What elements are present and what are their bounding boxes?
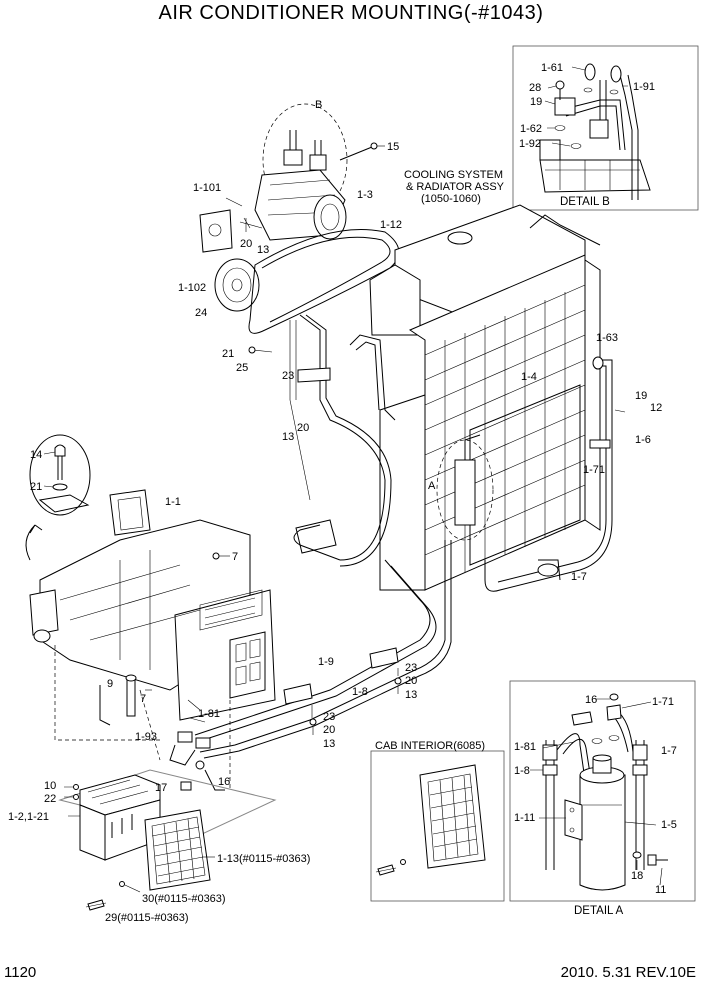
callout-1-8: 1-8 [514,765,530,777]
detail-a-panel [509,680,696,902]
callout-30: 30(#0115-#0363) [142,893,226,905]
callout-13: 13 [405,689,417,701]
callout-1-71: 1-71 [583,464,605,476]
callout-1-1: 1-1 [165,496,181,508]
callout-1-5: 1-5 [661,819,677,831]
callout-23: 23 [282,370,294,382]
callout-1-9: 1-9 [318,656,334,668]
callout-1-92: 1-92 [519,138,541,150]
callout-1-8: 1-8 [352,686,368,698]
callout-1-11: 1-11 [514,812,535,824]
callout-1-4: 1-4 [521,371,537,383]
cab-interior-panel [370,750,505,902]
cooling-system-caption-3: (1050-1060) [421,193,481,205]
callout-1-3: 1-3 [357,189,373,201]
callout-1-81: 1-81 [514,741,536,753]
callout-1-62: 1-62 [520,123,542,135]
callout-1-13: 1-13(#0115-#0363) [217,853,310,865]
callout-1-61: 1-61 [541,62,563,74]
callout-13: 13 [257,244,269,256]
callout-1-12: 1-12 [380,219,402,231]
callout-1-6: 1-6 [635,434,651,446]
callout-1-102: 1-102 [178,282,206,294]
callout-16: 16 [218,776,230,788]
view-b-marker: B [315,99,322,111]
callout-1-7: 1-7 [661,745,677,757]
callout-29: 29(#0115-#0363) [105,912,189,924]
callout-16: 16 [585,694,597,706]
callout-20: 20 [323,724,335,736]
callout-13: 13 [282,431,294,443]
callout-15: 15 [387,141,399,153]
view-a-marker: A [428,480,436,492]
callout-23: 23 [323,711,335,723]
callout-1-91: 1-91 [633,81,655,93]
callout-11: 11 [655,884,666,896]
callout-19: 19 [635,390,647,402]
compressor-assembly [199,103,400,354]
page-number: 1120 [4,964,37,981]
callout-14: 14 [30,449,42,461]
callout-1-101: 1-101 [193,182,221,194]
callout-1-2-1-21: 1-2,1-21 [8,811,49,823]
callout-1-7: 1-7 [571,571,587,583]
radiator-assembly [289,204,626,592]
callout-12: 12 [650,402,662,414]
callout-19: 19 [530,96,542,108]
callout-9: 9 [107,678,113,690]
callout-18: 18 [631,870,643,882]
page-title: AIR CONDITIONER MOUNTING(-#1043) [158,2,544,24]
callout-13: 13 [323,738,335,750]
cooling-system-caption-1: COOLING SYSTEM [404,169,503,181]
callout-1-63: 1-63 [596,332,618,344]
callout-10: 10 [44,780,56,792]
control-panel [58,769,277,911]
callout-7: 7 [140,693,146,705]
hvac-unit [25,489,276,790]
bolt-detail [29,434,91,516]
revision-date: 2010. 5.31 REV.10E [560,964,696,981]
callout-20: 20 [405,675,417,687]
callout-23: 23 [405,662,417,674]
callout-1-93: 1-93 [135,731,157,743]
detail-a-caption: DETAIL A [574,905,624,917]
callout-7: 7 [232,551,238,563]
callout-17: 17 [155,782,167,794]
callout-1-71: 1-71 [652,696,674,708]
detail-b-panel [512,45,699,211]
cab-interior-caption: CAB INTERIOR(6085) [375,740,485,752]
callout-21: 21 [222,348,234,360]
callout-25: 25 [236,362,248,374]
callout-20: 20 [240,238,252,250]
detail-b-caption: DETAIL B [560,196,610,208]
piping-lower [169,519,452,791]
callout-21: 21 [30,481,42,493]
callout-20: 20 [297,422,309,434]
callout-24: 24 [195,307,207,319]
cooling-system-caption-2: & RADIATOR ASSY [406,181,505,193]
callout-1-81: 1-81 [198,708,220,720]
callout-28: 28 [529,82,541,94]
callout-22: 22 [44,793,56,805]
